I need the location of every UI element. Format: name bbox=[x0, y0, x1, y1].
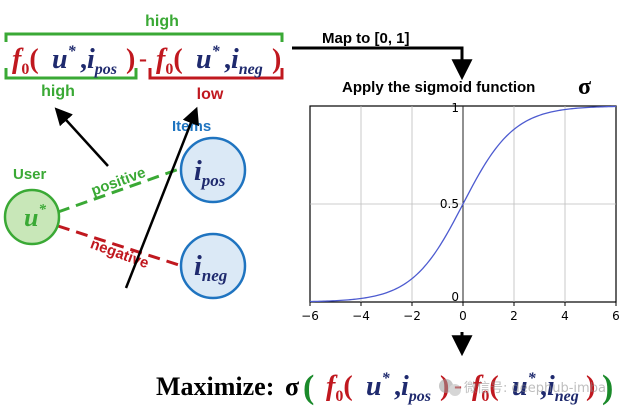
maximize-close-paren: ) bbox=[602, 369, 613, 406]
positive-edge bbox=[57, 166, 183, 214]
user-node bbox=[3, 188, 61, 246]
max-close-neg: ) bbox=[586, 371, 595, 402]
x-tick-label: −4 bbox=[352, 309, 370, 323]
user-label: User bbox=[13, 166, 47, 183]
score-difference-formula: f0( u* ,ipos ) - f0( u* ,ineg ) bbox=[12, 43, 281, 78]
item-pos-node-label: ipos bbox=[194, 156, 226, 190]
sigmoid-curve bbox=[309, 105, 617, 303]
x-tick-label: 2 bbox=[510, 309, 518, 323]
high-top-label: high bbox=[145, 13, 179, 30]
formula-item-neg: ,ineg bbox=[224, 44, 263, 78]
formula-user-neg: u* bbox=[196, 43, 221, 75]
y-tick-label: 0.5 bbox=[440, 197, 459, 211]
maximize-formula: Maximize: σ ( f0( u* ,ipos ) - f0( u* ,i… bbox=[156, 369, 613, 406]
sigmoid-plot: −6 −4 −2 0 2 4 6 0 0.5 1 bbox=[301, 101, 620, 323]
map-to-label: Map to [0, 1] bbox=[322, 30, 410, 47]
x-tick-label: 0 bbox=[459, 309, 467, 323]
maximize-open-paren: ( bbox=[303, 369, 314, 406]
y-tick-label: 0 bbox=[451, 290, 459, 304]
max-user-pos: u* bbox=[366, 370, 391, 402]
pos-to-formula-arrow bbox=[54, 107, 109, 167]
high-bottom-label: high bbox=[41, 83, 75, 100]
max-item-pos: ,ipos bbox=[394, 371, 431, 405]
plot-ticks: −6 −4 −2 0 2 4 6 0 0.5 1 bbox=[301, 101, 620, 323]
max-item-neg: ,ineg bbox=[540, 371, 579, 405]
formula-user-pos: u* bbox=[52, 43, 77, 75]
x-tick-label: 6 bbox=[612, 309, 620, 323]
maximize-label: Maximize: bbox=[156, 372, 274, 401]
apply-sigmoid-label: Apply the sigmoid function bbox=[342, 79, 535, 96]
watermark-text: 微信号: deephub-imba bbox=[464, 381, 606, 396]
x-tick-label: −2 bbox=[403, 309, 421, 323]
item-pos-node bbox=[179, 136, 247, 204]
watermark: 微信号: deephub-imba bbox=[439, 379, 606, 396]
formula-func-neg: f0( bbox=[156, 44, 183, 78]
max-func-neg: f0( bbox=[472, 371, 499, 405]
max-user-neg: u* bbox=[512, 370, 537, 402]
map-arrow bbox=[292, 46, 473, 81]
y-tick-label: 1 bbox=[451, 101, 459, 115]
neg-to-formula-arrow bbox=[124, 106, 200, 289]
x-tick-label: 4 bbox=[561, 309, 569, 323]
neg-term-bracket bbox=[148, 68, 284, 80]
negative-label: negative bbox=[88, 235, 151, 272]
item-neg-node bbox=[179, 232, 247, 300]
formula-item-pos: ,ipos bbox=[80, 44, 117, 78]
formula-close-neg: ) bbox=[272, 44, 281, 75]
sigma-symbol: σ bbox=[578, 74, 591, 100]
pos-term-bracket bbox=[4, 68, 138, 80]
formula-close-pos: ) bbox=[126, 44, 135, 75]
negative-edge bbox=[57, 224, 183, 268]
low-label: low bbox=[197, 86, 224, 103]
items-label: Items bbox=[172, 118, 211, 135]
formula-func-pos: f0( bbox=[12, 44, 39, 78]
x-tick-label: −6 bbox=[301, 309, 319, 323]
user-node-label: u* bbox=[24, 202, 46, 232]
maximize-sigma: σ bbox=[285, 372, 299, 401]
max-func-pos: f0( bbox=[326, 371, 353, 405]
formula-minus: - bbox=[139, 46, 147, 72]
item-neg-node-label: ineg bbox=[194, 251, 228, 285]
positive-label: positive bbox=[89, 164, 148, 199]
top-bracket bbox=[4, 32, 284, 42]
